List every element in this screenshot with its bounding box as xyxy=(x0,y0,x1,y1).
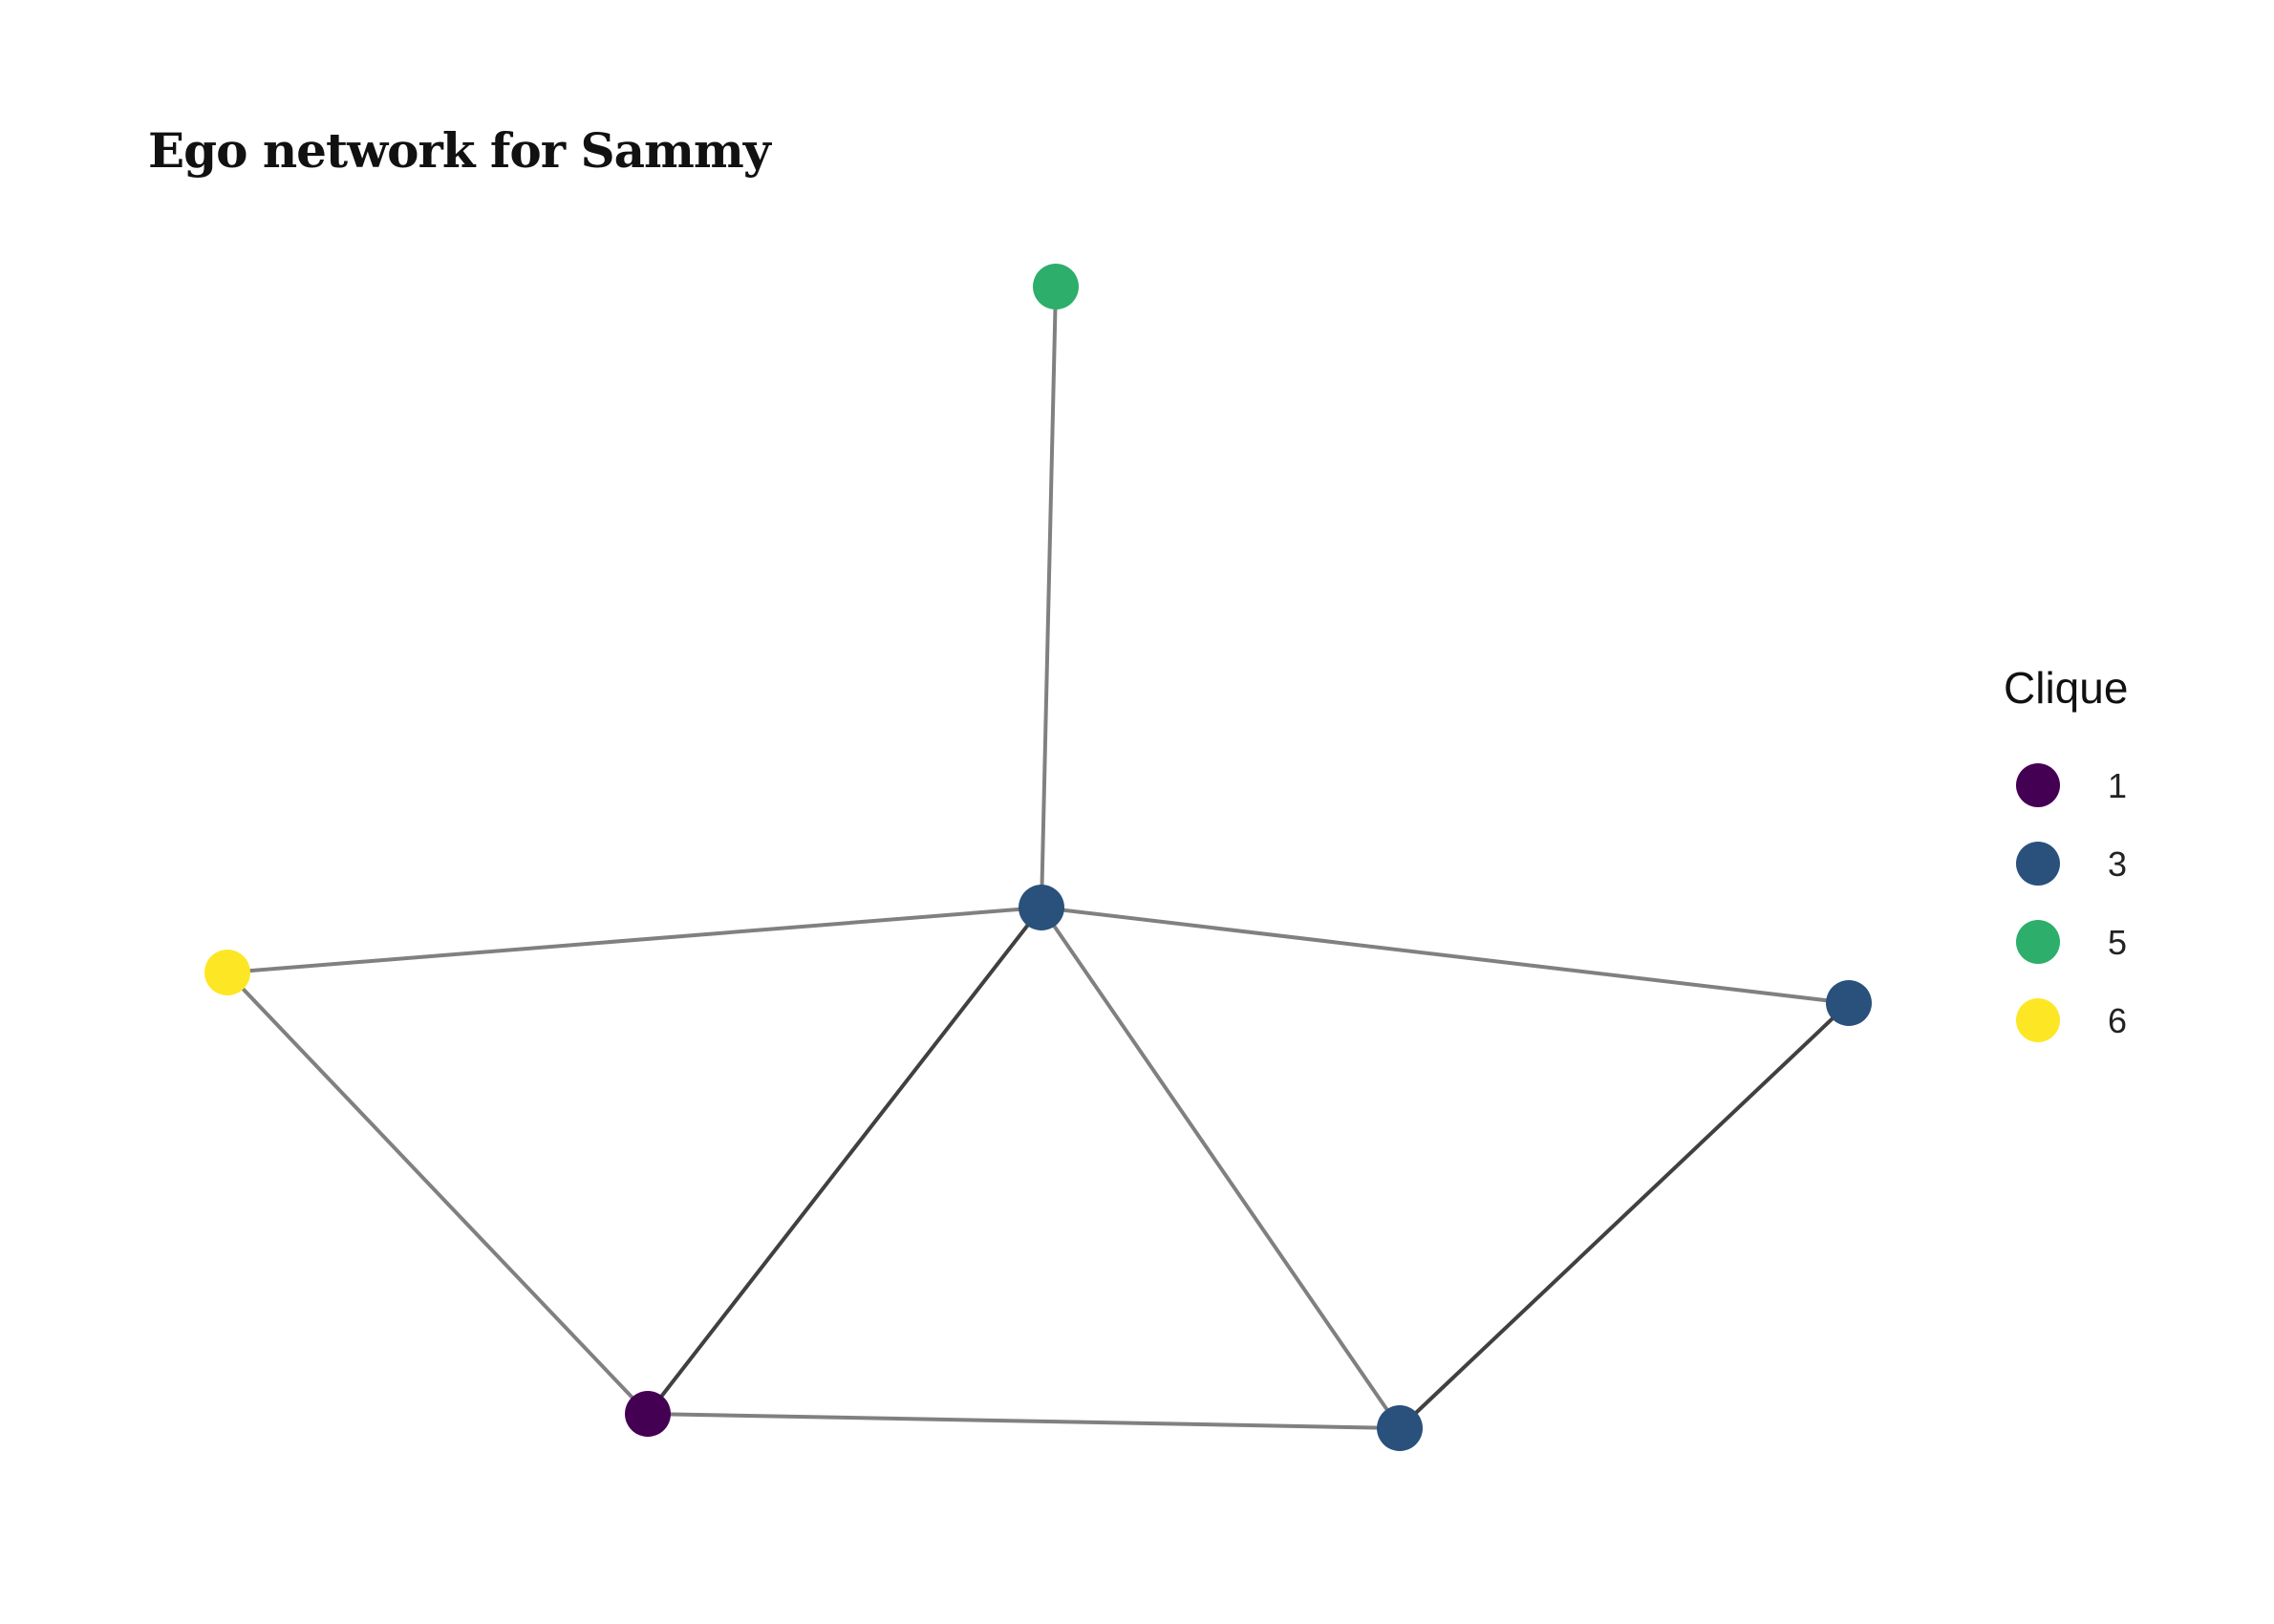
legend-label: 5 xyxy=(2108,923,2128,962)
legend-swatch xyxy=(2016,763,2060,807)
legend-label: 1 xyxy=(2108,766,2128,805)
legend-item-clique-5: 5 xyxy=(2016,913,2169,971)
edge-n_left-n_center xyxy=(225,906,1043,974)
edge-layer xyxy=(225,285,1851,1430)
edge-n_bottom_left-n_bottom_right xyxy=(646,1412,1402,1430)
edge-n_center-n_bottom_right xyxy=(1040,906,1402,1430)
edge-n_top-n_center xyxy=(1040,285,1058,909)
node-n_bottom_right xyxy=(1377,1405,1423,1451)
node-n_bottom_left xyxy=(625,1391,671,1437)
edge-n_left-n_bottom_left xyxy=(225,971,650,1416)
node-layer xyxy=(204,264,1872,1451)
edge-n_bottom_right-n_right xyxy=(1398,1001,1851,1430)
legend-label: 3 xyxy=(2108,844,2128,884)
legend-swatch xyxy=(2016,920,2060,964)
diagram-title: Ego network for Sammy xyxy=(148,122,771,179)
legend-title: Clique xyxy=(2004,663,2129,713)
legend-label: 6 xyxy=(2108,1001,2128,1040)
node-n_right xyxy=(1826,980,1872,1026)
legend-item-clique-1: 1 xyxy=(2016,757,2169,814)
legend-swatch xyxy=(2016,842,2060,886)
legend-swatch xyxy=(2016,998,2060,1042)
legend-item-clique-6: 6 xyxy=(2016,992,2169,1049)
node-n_top xyxy=(1033,264,1079,310)
node-n_center xyxy=(1019,885,1064,930)
legend-item-clique-3: 3 xyxy=(2016,835,2169,892)
node-n_left xyxy=(204,950,250,995)
edge-n_bottom_left-n_center xyxy=(646,906,1043,1416)
edge-n_center-n_right xyxy=(1040,906,1851,1005)
